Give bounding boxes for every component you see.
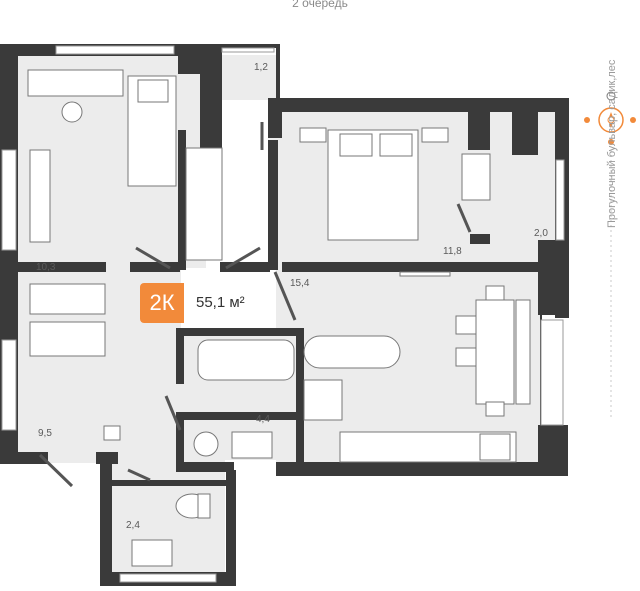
room-area-hall: 9,5 [38, 428, 52, 439]
room-area-living: 10,3 [36, 262, 56, 273]
room-area-bathroom: 4,4 [256, 414, 270, 425]
room-area-balcony: 1,2 [254, 62, 268, 73]
rooms-count: 2К [140, 283, 184, 323]
room-area-bedroom: 11,8 [443, 246, 462, 257]
side-note: Прогулочный бульвар, садик,лес [606, 59, 618, 228]
queue-label: 2 очередь [292, 0, 348, 10]
apartment-badge: 2К 55,1 м² [140, 283, 264, 323]
room-area-kitchen: 15,4 [290, 278, 310, 289]
total-area: 55,1 м² [196, 294, 245, 311]
sun-icon [606, 91, 616, 101]
watermark: ЦИАН [446, 482, 532, 513]
room-area-loggia: 2,0 [534, 228, 548, 239]
windows [1, 45, 565, 583]
furniture [27, 69, 531, 567]
compass-icon [584, 107, 636, 145]
doors [38, 122, 472, 488]
room-area-toilet: 2,4 [126, 520, 140, 531]
